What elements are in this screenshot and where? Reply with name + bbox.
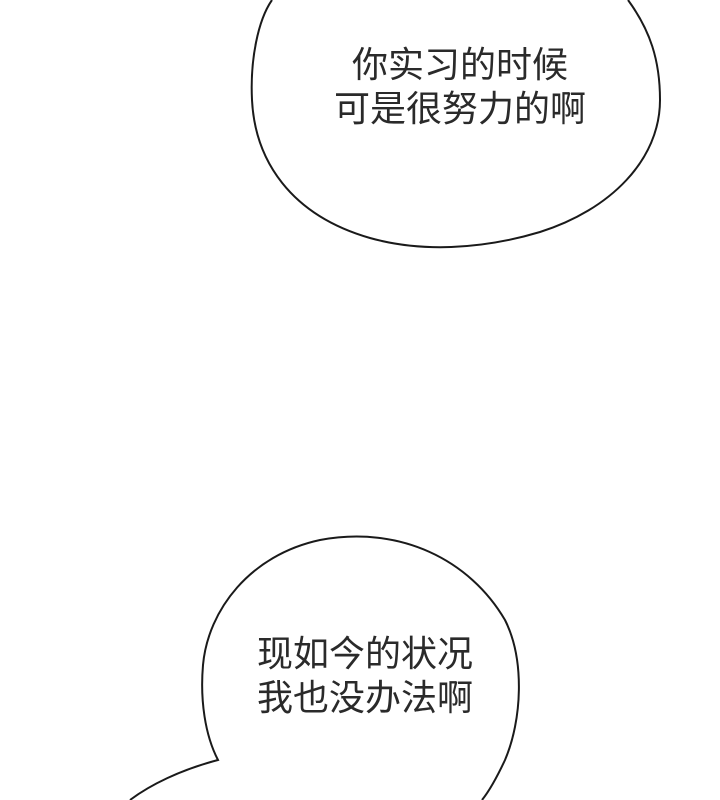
speech-bubble-top-text: 你实习的时候 可是很努力的啊 <box>305 44 615 132</box>
speech-bubble-top-outline <box>250 0 662 249</box>
speech-bubble-bottom-text: 现如今的状况 我也没办法啊 <box>235 633 495 721</box>
dialogue-line: 现如今的状况 <box>256 634 473 675</box>
dialogue-line: 你实习的时候 <box>351 45 568 86</box>
dialogue-line: 可是很努力的啊 <box>333 89 586 130</box>
speech-bubble-bottom-outline <box>129 535 520 800</box>
dialogue-line: 我也没办法啊 <box>256 678 473 719</box>
